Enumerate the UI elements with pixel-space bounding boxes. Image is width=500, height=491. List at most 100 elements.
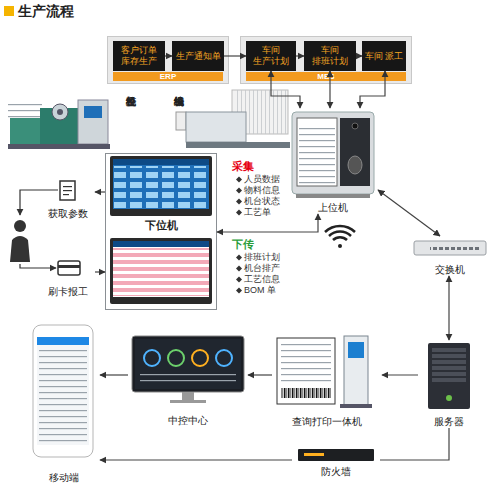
bullet <box>236 255 242 261</box>
flow-arrow <box>100 374 128 375</box>
server-tower <box>428 343 470 409</box>
upper-computer <box>299 124 335 184</box>
mobile-phone <box>37 337 89 445</box>
bullet <box>236 288 242 294</box>
flow-arrow <box>95 271 105 272</box>
document-node: 获取参数 <box>40 178 95 220</box>
node-label: MES <box>246 72 406 81</box>
bullet <box>236 199 242 205</box>
network-switch <box>430 244 480 252</box>
list-item: 排班计划 <box>244 252 280 263</box>
warping-machine <box>52 104 68 120</box>
process-box: 车间 排班计划 <box>304 41 356 71</box>
firewall-device <box>298 449 374 461</box>
kiosk-node: 查询打印一体机 <box>272 330 382 428</box>
control-monitor <box>192 350 208 366</box>
flow-arrow <box>380 428 449 460</box>
node-label: 中控中心 <box>118 415 258 427</box>
mobile-phone <box>37 337 89 345</box>
process-box: 车间 生产计划 <box>246 41 296 71</box>
person-icon <box>14 220 26 232</box>
flow-arrow <box>100 459 292 460</box>
node-label: 上位机 <box>278 202 388 214</box>
node-label: 生产通知单 <box>176 51 221 62</box>
node-label: 防火墙 <box>282 466 390 478</box>
lower-computer-screen <box>113 159 209 165</box>
control-monitor <box>140 372 236 384</box>
document-icon <box>60 181 75 200</box>
lower-computer-screen <box>113 241 209 247</box>
lower-computer: 下位机 <box>105 153 217 310</box>
document-icon <box>63 186 72 187</box>
mobile-node: 移动端 <box>28 322 100 484</box>
monitor-node: 中控中心 <box>128 333 248 427</box>
list-item: 人员数据 <box>244 174 280 185</box>
lower-computer-screen <box>110 238 212 304</box>
node-label: ERP <box>113 72 223 81</box>
warping-machine <box>10 118 40 144</box>
person-icon <box>10 190 58 268</box>
node-label: 刷卡报工 <box>30 286 105 298</box>
lower-computer-screen <box>113 248 209 296</box>
upper-computer <box>297 118 337 186</box>
firewall-device <box>304 453 324 456</box>
node-label: 下位机 <box>106 218 216 232</box>
wifi-symbol <box>333 237 347 240</box>
control-monitor <box>132 336 244 403</box>
mobile-phone <box>33 325 93 457</box>
list-heading: 下传 <box>232 238 254 251</box>
flow-arrow <box>95 191 105 192</box>
bullet <box>236 188 242 194</box>
control-monitor <box>168 350 184 366</box>
node-label: 交换机 <box>400 264 500 276</box>
lower-computer-screen <box>110 156 212 216</box>
control-monitor <box>170 400 206 403</box>
warping-machine <box>84 106 102 118</box>
mobile-phone <box>33 325 93 457</box>
list-item: 工艺信息 <box>244 274 280 285</box>
node-label: 获取参数 <box>30 208 105 220</box>
title-mark <box>4 6 14 16</box>
kiosk-printer <box>344 336 368 406</box>
node-label: 查询打印一体机 <box>262 416 392 428</box>
upper-computer <box>296 194 370 198</box>
warping-machine <box>8 100 110 149</box>
flow-arrow <box>248 374 272 375</box>
document-icon <box>63 194 69 195</box>
process-box: 生产通知单 <box>172 41 224 71</box>
page-title: 生产流程 <box>18 2 74 20</box>
system-group: ERP客户订单 库存生产生产通知单 <box>107 36 229 84</box>
list-item: 机台状态 <box>244 196 280 207</box>
bullet <box>236 177 242 294</box>
warping-machine <box>57 109 63 115</box>
flow-arrow <box>448 276 449 340</box>
warping-machine <box>8 100 42 118</box>
list-item: BOM 单 <box>244 285 276 296</box>
list-item: 机台排产 <box>244 263 280 274</box>
switch-node: 交换机 <box>410 236 490 276</box>
warping-machine <box>78 100 108 144</box>
node-label: 车间 派工 <box>365 51 404 62</box>
kiosk-printer <box>281 344 331 384</box>
warping-machine <box>40 108 80 144</box>
bullet <box>236 266 242 272</box>
bullet <box>236 277 242 283</box>
control-monitor <box>182 392 194 400</box>
list-heading: 采集 <box>232 160 254 173</box>
firewall-node: 防火墙 <box>292 446 380 478</box>
knitting-machine <box>186 112 246 142</box>
card-icon <box>58 261 80 275</box>
control-monitor <box>144 350 160 366</box>
flow-arrow <box>378 190 440 236</box>
upper-computer <box>292 112 374 194</box>
mobile-phone <box>39 348 87 442</box>
kiosk-printer <box>340 404 372 408</box>
wifi-symbol <box>338 244 342 248</box>
wifi-symbol <box>325 226 355 248</box>
knitting-machine <box>176 112 186 130</box>
document-icon <box>63 190 72 191</box>
lower-computer-screen <box>113 159 209 209</box>
kiosk-printer <box>277 336 372 408</box>
process-box: 车间 派工 <box>362 41 406 71</box>
person-icon <box>10 236 30 262</box>
